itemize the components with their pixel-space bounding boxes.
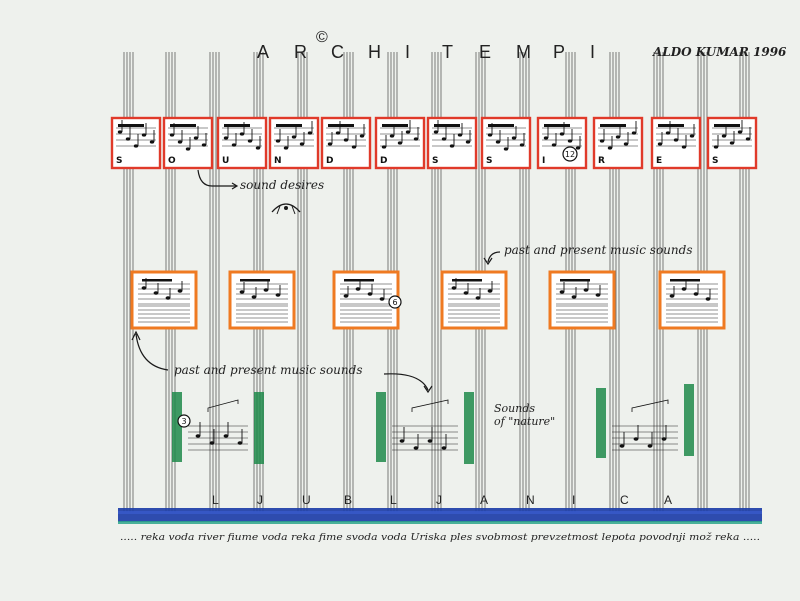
svg-text:6: 6 (392, 298, 397, 307)
box-letter: E (656, 156, 662, 166)
ljubljanica-letter: L (390, 493, 397, 507)
red-notation-box: D (374, 116, 426, 170)
orange-notation-box (440, 270, 508, 330)
circled-number-12: 12 (562, 146, 578, 162)
orange-notation-box (332, 270, 400, 330)
box-letter: S (712, 156, 718, 166)
box-letter: O (168, 156, 176, 166)
nature-label: of "nature" (494, 415, 555, 428)
red-notation-box: R (592, 116, 644, 170)
box-letter: S (116, 156, 122, 166)
ljubljanica-letter: J (257, 493, 263, 507)
orange-notation-box (658, 270, 726, 330)
box-letter: D (380, 156, 387, 166)
sound-desires-label: sound desires (240, 178, 324, 192)
red-notation-box: E (650, 116, 702, 170)
orange-notation-box (130, 270, 198, 330)
past-present-top-label: past and present music sounds (504, 243, 692, 257)
svg-text:3: 3 (181, 417, 186, 426)
green-bracket-group (596, 384, 694, 458)
red-notation-box: D (320, 116, 372, 170)
title-letter: T (442, 42, 455, 62)
title-letter: M (516, 42, 533, 62)
red-notation-box: U (216, 116, 268, 170)
title-letter: I (590, 42, 597, 62)
box-letter: N (274, 156, 282, 166)
circled-number-3: 3 (177, 414, 191, 428)
box-letter: U (222, 156, 229, 166)
title-letter: R (294, 42, 309, 62)
orange-box-row: 6 (130, 270, 726, 330)
box-letter: R (598, 156, 605, 166)
box-letter: D (326, 156, 333, 166)
red-box-row: S O U N D D S S I R E S 12 (110, 116, 758, 170)
ljubljanica-letter: I (572, 493, 575, 507)
past-present-top-arrow (487, 251, 501, 263)
svg-text:12: 12 (565, 150, 575, 159)
red-notation-box: O (162, 116, 214, 170)
river-band (118, 508, 762, 524)
past-present-bottom-arrow-left (135, 333, 169, 371)
box-letter: S (486, 156, 492, 166)
nature-sound-groups: 3 (172, 384, 694, 464)
red-notation-box: I (536, 116, 588, 170)
title-letter: E (479, 42, 493, 62)
footer-river-words: ..... reka voda river fiume voda reka fi… (120, 532, 760, 543)
ljubljanica-letter: A (664, 493, 672, 507)
green-bracket-group (376, 392, 474, 464)
ljubljanica-letter: B (344, 493, 352, 507)
copyright-mark: © (316, 29, 328, 46)
green-bracket-group (172, 392, 264, 464)
sounds-label: Sounds (494, 402, 535, 415)
circled-number-6: 6 (388, 295, 402, 309)
red-notation-box: S (110, 116, 162, 170)
red-notation-box: S (426, 116, 478, 170)
red-notation-box: N (268, 116, 320, 170)
title-letter: C (331, 42, 346, 62)
past-present-bottom-arrow-right (383, 373, 429, 391)
title-letter: A (257, 42, 271, 62)
red-notation-box: S (480, 116, 532, 170)
box-letter: I (542, 156, 545, 166)
orange-notation-box (228, 270, 296, 330)
ljubljanica-letter: U (302, 493, 311, 507)
red-notation-box: S (706, 116, 758, 170)
ljubljanica-letter: C (620, 493, 629, 507)
title-letter: I (405, 42, 412, 62)
title-letter: H (368, 42, 383, 62)
title-letter: P (553, 42, 567, 62)
fermata-icon (271, 203, 301, 215)
ljubljanica-letter: N (526, 493, 535, 507)
author-signature: ALDO KUMAR 1996 (652, 45, 787, 59)
ljubljanica-letter: L (212, 493, 219, 507)
box-letter: S (432, 156, 438, 166)
sound-desires-arrow (197, 169, 236, 187)
ljubljanica-letter: J (436, 493, 442, 507)
orange-notation-box (548, 270, 616, 330)
ljubljanica-letter: A (480, 493, 488, 507)
past-present-bottom-label: past and present music sounds (174, 363, 362, 377)
